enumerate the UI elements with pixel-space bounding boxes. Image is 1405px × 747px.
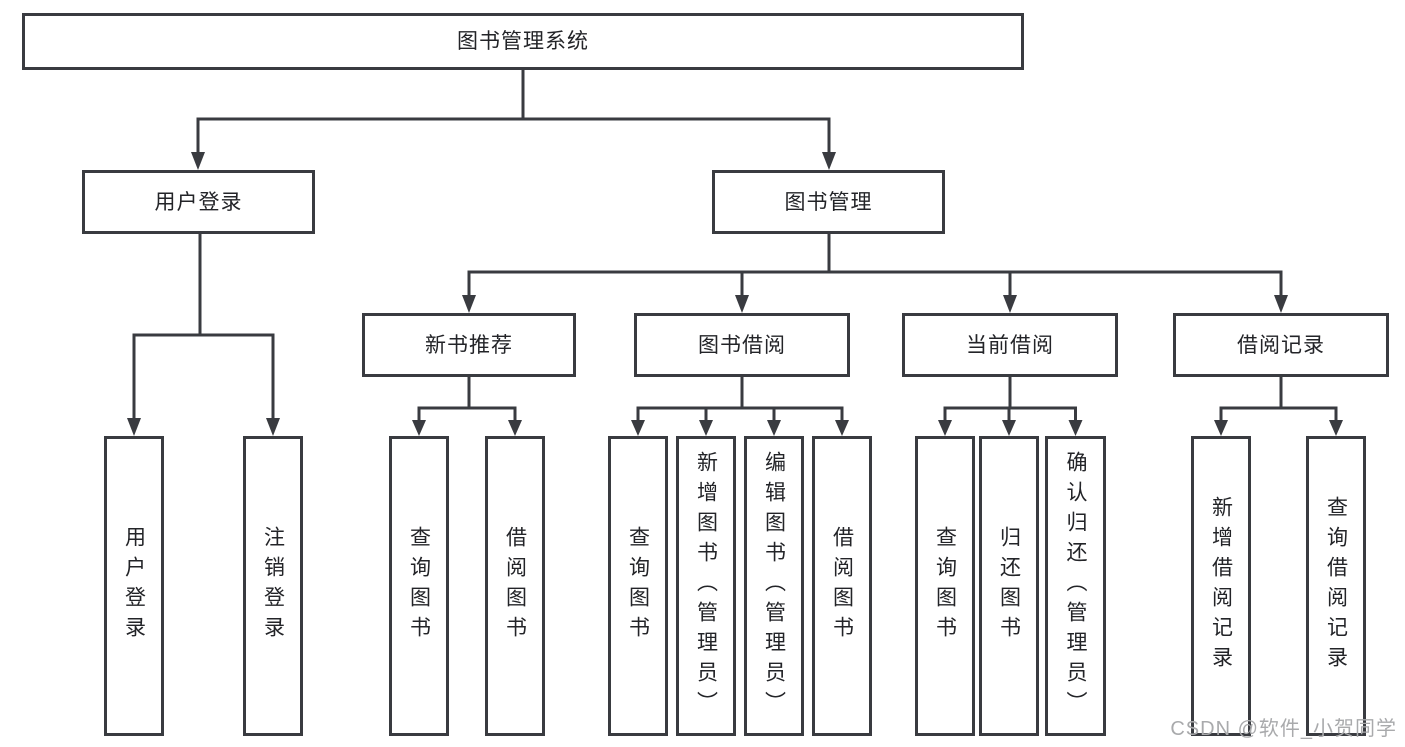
leaf-add-book-admin-label: 新增图书（管理员） [694,451,718,721]
node-borrow-records-label: 借阅记录 [1237,333,1325,357]
leaf-recommend-borrow-book: 借阅图书 [485,436,545,736]
node-root: 图书管理系统 [22,13,1024,70]
node-book-management-label: 图书管理 [784,190,873,214]
node-book-borrow: 图书借阅 [634,313,850,377]
node-new-book-recommend-label: 新书推荐 [425,333,513,357]
leaf-return-book-label: 归还图书 [997,526,1021,646]
leaf-recommend-query-book-label: 查询图书 [407,526,431,646]
node-book-management: 图书管理 [712,170,945,234]
node-borrow-records: 借阅记录 [1173,313,1389,377]
leaf-recommend-borrow-book-label: 借阅图书 [503,526,527,646]
leaf-return-book: 归还图书 [979,436,1039,736]
csdn-watermark: CSDN @软件_小贺同学 [1170,718,1397,740]
leaf-edit-book-admin: 编辑图书（管理员） [744,436,804,736]
leaf-add-book-admin: 新增图书（管理员） [676,436,736,736]
leaf-logout-label: 注销登录 [261,526,285,646]
leaf-borrow-query-book: 查询图书 [608,436,668,736]
leaf-recommend-query-book: 查询图书 [389,436,449,736]
node-book-borrow-label: 图书借阅 [698,333,786,357]
leaf-logout: 注销登录 [243,436,303,736]
leaf-query-borrow-record-label: 查询借阅记录 [1324,496,1348,676]
leaf-edit-book-admin-label: 编辑图书（管理员） [762,451,786,721]
leaf-current-query-book-label: 查询图书 [933,526,957,646]
node-user-login-label: 用户登录 [154,190,243,214]
leaf-confirm-return-admin: 确认归还（管理员） [1045,436,1106,736]
node-root-label: 图书管理系统 [457,30,589,53]
leaf-add-borrow-record-label: 新增借阅记录 [1209,496,1233,676]
leaf-borrow-book: 借阅图书 [812,436,872,736]
node-current-borrow: 当前借阅 [902,313,1118,377]
leaf-borrow-query-book-label: 查询图书 [626,526,650,646]
node-current-borrow-label: 当前借阅 [966,333,1054,357]
leaf-query-borrow-record: 查询借阅记录 [1306,436,1366,736]
leaf-current-query-book: 查询图书 [915,436,975,736]
node-new-book-recommend: 新书推荐 [362,313,576,377]
leaf-user-login: 用户登录 [104,436,164,736]
leaf-add-borrow-record: 新增借阅记录 [1191,436,1251,736]
node-user-login: 用户登录 [82,170,315,234]
leaf-borrow-book-label: 借阅图书 [830,526,854,646]
leaf-confirm-return-admin-label: 确认归还（管理员） [1064,451,1087,721]
leaf-user-login-label: 用户登录 [122,526,146,646]
